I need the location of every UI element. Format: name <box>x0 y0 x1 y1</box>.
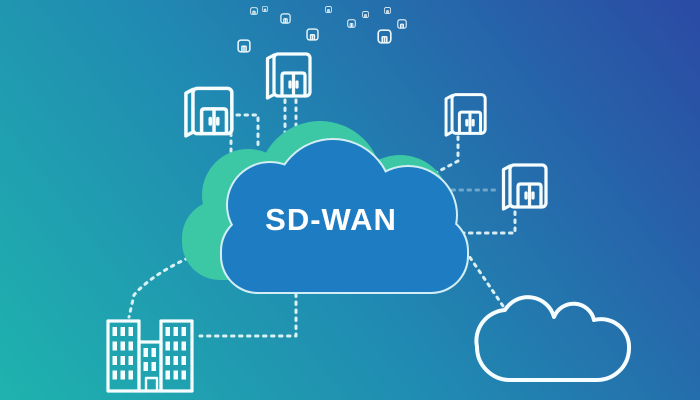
mini-site-icon <box>347 19 356 28</box>
mini-site-icon <box>250 7 258 15</box>
mini-site-icon <box>384 7 391 14</box>
connection-hq-elbow <box>198 284 298 338</box>
headquarters-icon <box>106 319 194 393</box>
branch-office-right-lower-icon <box>501 163 548 211</box>
mini-site-icon <box>325 6 332 13</box>
mini-site-icon <box>397 19 407 29</box>
connection-left-branch-elbow <box>235 113 260 152</box>
mini-site-icon <box>237 39 251 53</box>
branch-office-left-icon <box>184 86 234 138</box>
cloud-label: SD-WAN <box>265 202 397 237</box>
remote-mini-sites <box>237 6 407 53</box>
branch-office-right-upper-icon <box>444 93 487 137</box>
sdwan-cloud <box>222 140 467 292</box>
mini-site-icon <box>262 6 268 12</box>
connection-lines <box>127 98 517 338</box>
mini-site-icon <box>362 11 369 18</box>
headquarters-windows <box>112 327 186 380</box>
mini-site-icon <box>377 29 392 44</box>
connection-right-lower-branch-elbow <box>460 210 517 235</box>
mini-site-icon <box>306 28 319 41</box>
connection-hq-curve <box>127 256 190 319</box>
mini-site-icon <box>280 13 291 24</box>
branch-office-top-icon <box>265 52 312 100</box>
connection-right-upper-branch <box>426 135 460 179</box>
internet-cloud-icon <box>474 295 632 382</box>
